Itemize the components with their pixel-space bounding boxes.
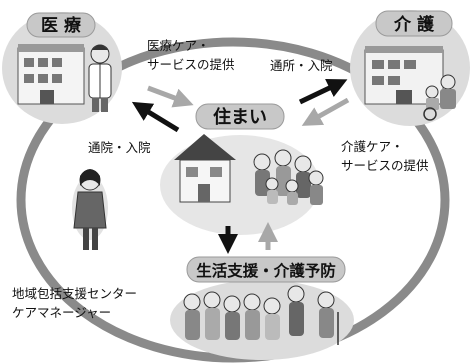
home-label: 住まい (213, 106, 267, 128)
care-label: 介 護 (393, 14, 435, 35)
center-staff-label-line2: ケアマネージャー (12, 305, 111, 320)
edge-label-care-service-line1: 介護ケア・ (341, 139, 404, 154)
arrow-home-to-medical (131, 101, 180, 133)
edge-label-care-service-line2: サービスの提供 (341, 158, 429, 173)
medical-node: 医 療 (2, 12, 122, 124)
care-node: 介 護 (350, 10, 470, 126)
edge-label-visit-admission-right: 通所・入院 (270, 58, 333, 73)
edge-label-medical-care-line1: 医療ケア・ (147, 38, 210, 53)
arrow-home-to-care (298, 78, 348, 105)
family-illustration (253, 149, 324, 205)
support-label: 生活支援・介護予防 (196, 261, 336, 280)
caregiver-wheelchair-illustration (423, 74, 456, 121)
support-label-pill (186, 256, 346, 283)
home-label-pill (195, 103, 285, 130)
edge-label-medical-care-line2: サービスの提供 (147, 57, 235, 72)
house-illustration (174, 134, 236, 203)
care-label-pill (375, 10, 453, 37)
edge-label-visit-admission-left: 通院・入院 (88, 140, 151, 155)
home-node: 住まい (160, 103, 324, 235)
medical-label: 医 療 (41, 15, 82, 36)
community-ring (16, 37, 450, 363)
arrow-care-to-home (301, 97, 350, 126)
doctor-illustration (88, 44, 112, 112)
medical-label-pill (26, 12, 96, 38)
community-people-illustration (183, 285, 339, 345)
center-staff-label: 地域包括支援センター ケアマネージャー (12, 286, 137, 320)
center-staff-label-line1: 地域包括支援センター (12, 286, 137, 301)
staff-illustration (72, 169, 108, 250)
hospital-illustration (17, 44, 85, 105)
arrow-medical-to-home (147, 85, 194, 108)
support-node: 生活支援・介護予防 (170, 256, 354, 360)
